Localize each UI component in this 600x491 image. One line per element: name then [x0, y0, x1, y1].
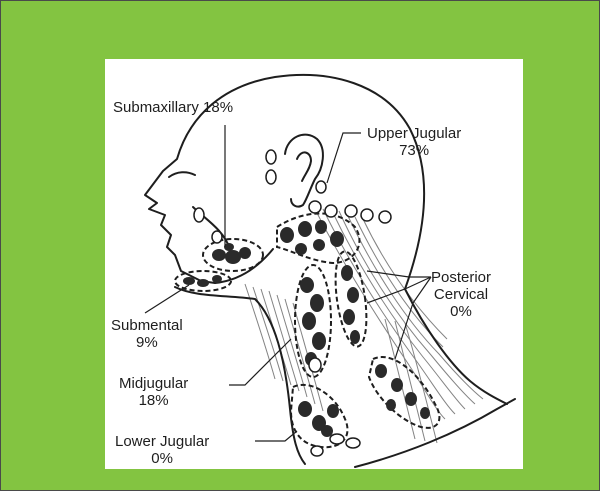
label-posterior-cervical-value: 0% — [431, 303, 491, 320]
uninvolved-nodes — [194, 150, 391, 456]
ear — [285, 135, 323, 207]
label-upper-jugular: Upper Jugular 73% — [367, 125, 461, 159]
label-upper-jugular-name: Upper Jugular — [367, 125, 461, 142]
label-submental: Submental 9% — [111, 317, 183, 351]
label-posterior-cervical: Posterior Cervical 0% — [431, 269, 491, 320]
label-lower-jugular-name: Lower Jugular — [115, 433, 209, 450]
label-submaxillary-text: Submaxillary 18% — [113, 99, 233, 116]
label-upper-jugular-value: 73% — [367, 142, 461, 159]
label-posterior-cervical-name-1: Posterior — [431, 269, 491, 286]
ear-inner — [297, 152, 311, 181]
leader-upper-jugular — [327, 133, 361, 183]
label-submental-value: 9% — [111, 334, 183, 351]
label-posterior-cervical-name-2: Cervical — [431, 286, 491, 303]
label-lower-jugular-value: 0% — [115, 450, 209, 467]
label-midjugular-value: 18% — [119, 392, 188, 409]
eyebrow — [169, 172, 195, 177]
label-submental-name: Submental — [111, 317, 183, 334]
leader-submental — [145, 285, 189, 313]
label-submaxillary: Submaxillary 18% — [113, 99, 233, 116]
label-midjugular: Midjugular 18% — [119, 375, 188, 409]
label-lower-jugular: Lower Jugular 0% — [115, 433, 209, 467]
label-midjugular-name: Midjugular — [119, 375, 188, 392]
label-submaxillary-value: 18% — [203, 99, 233, 116]
leader-lower-jugular — [255, 431, 297, 441]
muscle-striations — [245, 209, 483, 443]
illustration-panel: Submaxillary 18% Upper Jugular 73% Poste… — [105, 59, 523, 469]
label-submaxillary-name: Submaxillary — [113, 99, 199, 116]
